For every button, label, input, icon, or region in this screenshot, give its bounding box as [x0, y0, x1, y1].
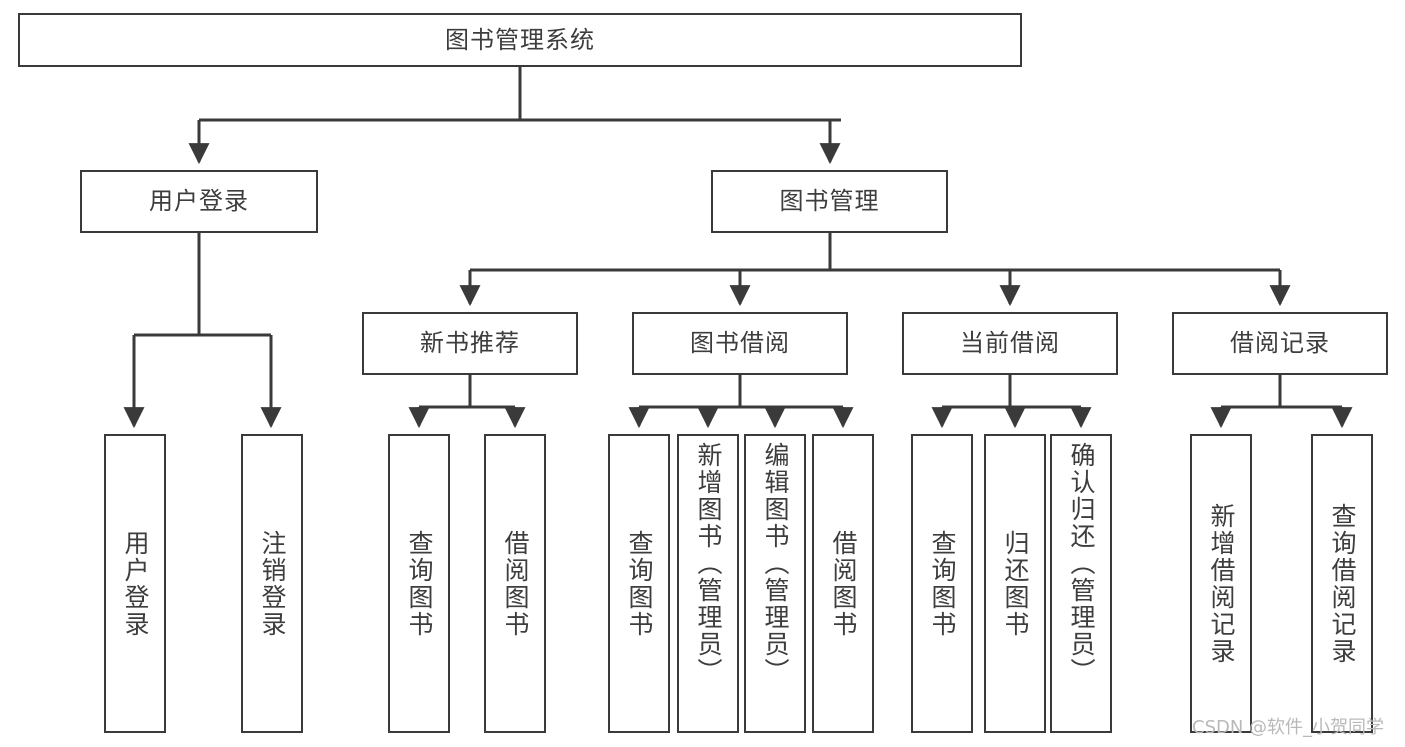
leaf-user-logout[interactable]: 注销登录	[241, 434, 303, 733]
node-new-book-recommend-label: 新书推荐	[420, 329, 520, 358]
node-new-book-recommend[interactable]: 新书推荐	[362, 312, 578, 375]
node-user-login-label: 用户登录	[149, 187, 249, 216]
leaf-records-add-record[interactable]: 新增借阅记录	[1190, 434, 1252, 733]
node-root[interactable]: 图书管理系统	[18, 13, 1022, 67]
leaf-newbook-query-book[interactable]: 查询图书	[388, 434, 450, 733]
leaf-records-query-record-label: 查询借阅记录	[1328, 502, 1357, 665]
leaf-borrow-query-book-label: 查询图书	[625, 529, 654, 638]
leaf-records-query-record[interactable]: 查询借阅记录	[1311, 434, 1373, 733]
node-book-management-label: 图书管理	[779, 187, 880, 216]
leaf-current-return-book-label: 归还图书	[1001, 529, 1030, 638]
watermark: CSDN @软件_小贺同学	[1192, 717, 1385, 738]
node-user-login[interactable]: 用户登录	[80, 170, 318, 233]
node-borrow-records[interactable]: 借阅记录	[1172, 312, 1388, 375]
node-book-borrow-label: 图书借阅	[690, 329, 790, 358]
leaf-current-query-book-label: 查询图书	[928, 529, 957, 638]
leaf-current-query-book[interactable]: 查询图书	[911, 434, 973, 733]
leaf-current-confirm-return-admin-label: 确认归还（管理员）	[1067, 442, 1096, 685]
leaf-borrow-add-book-admin-label: 新增图书（管理员）	[694, 442, 723, 685]
leaf-borrow-add-book-admin[interactable]: 新增图书（管理员）	[677, 434, 739, 733]
leaf-borrow-query-book[interactable]: 查询图书	[608, 434, 670, 733]
leaf-newbook-borrow-book[interactable]: 借阅图书	[484, 434, 546, 733]
node-root-label: 图书管理系统	[445, 25, 595, 54]
leaf-records-add-record-label: 新增借阅记录	[1207, 502, 1236, 665]
node-current-borrow[interactable]: 当前借阅	[902, 312, 1118, 375]
leaf-borrow-lend-book[interactable]: 借阅图书	[812, 434, 874, 733]
leaf-current-confirm-return-admin[interactable]: 确认归还（管理员）	[1050, 434, 1112, 733]
node-borrow-records-label: 借阅记录	[1230, 329, 1330, 358]
node-book-borrow[interactable]: 图书借阅	[632, 312, 848, 375]
node-current-borrow-label: 当前借阅	[960, 329, 1060, 358]
leaf-borrow-edit-book-admin-label: 编辑图书（管理员）	[761, 442, 790, 685]
leaf-user-login-label: 用户登录	[121, 529, 150, 638]
leaf-borrow-lend-book-label: 借阅图书	[829, 529, 858, 638]
leaf-newbook-borrow-book-label: 借阅图书	[501, 529, 530, 638]
leaf-user-logout-label: 注销登录	[258, 529, 287, 638]
node-book-management[interactable]: 图书管理	[711, 170, 948, 233]
leaf-current-return-book[interactable]: 归还图书	[984, 434, 1046, 733]
leaf-newbook-query-book-label: 查询图书	[405, 529, 434, 638]
leaf-user-login[interactable]: 用户登录	[104, 434, 166, 733]
leaf-borrow-edit-book-admin[interactable]: 编辑图书（管理员）	[744, 434, 806, 733]
